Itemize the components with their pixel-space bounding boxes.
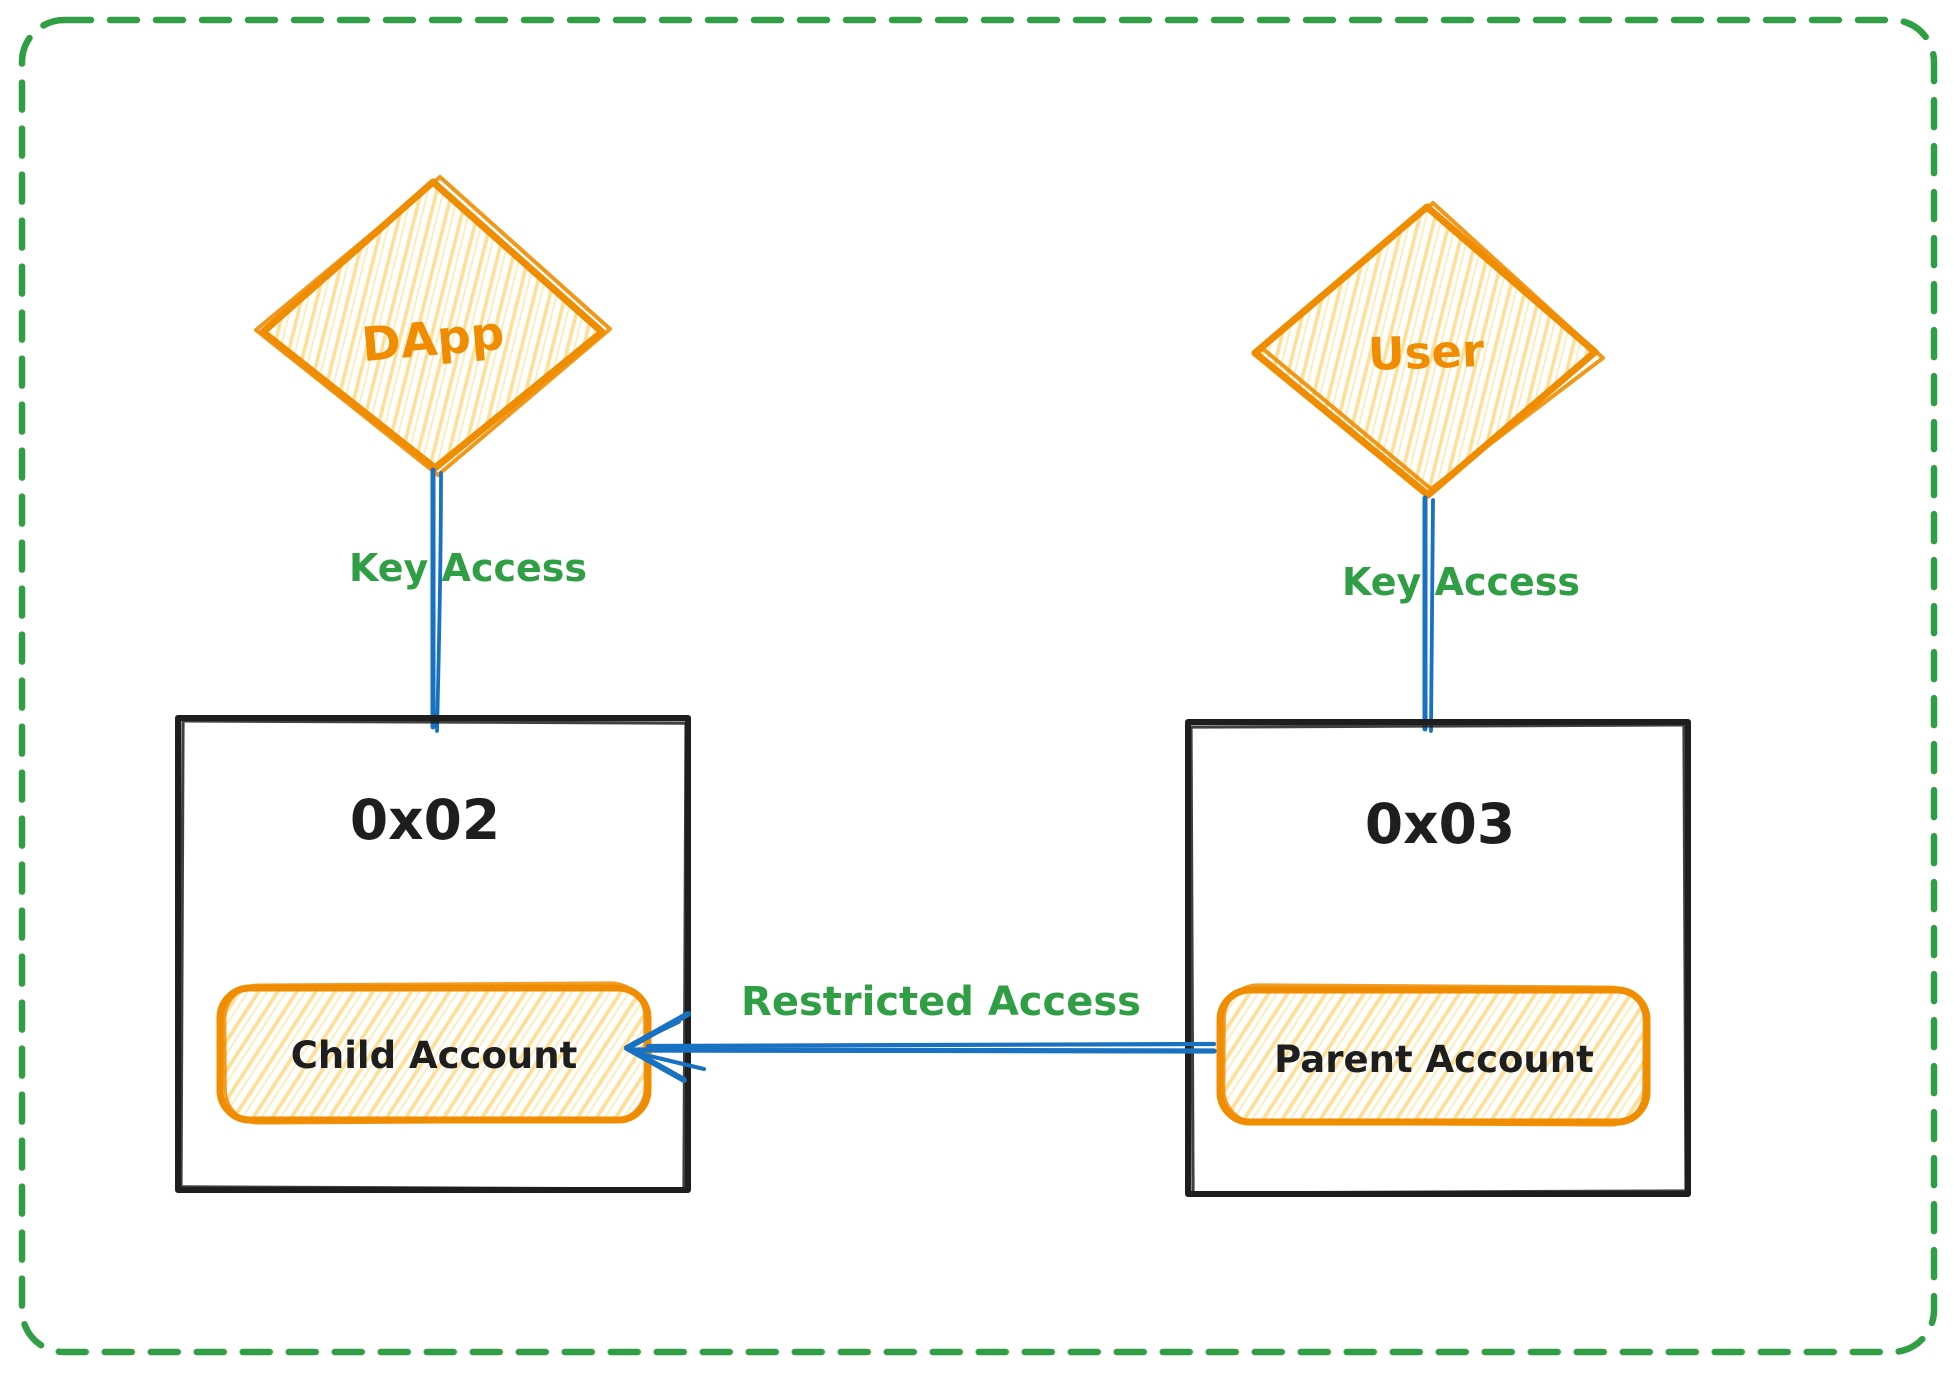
account-0x03-rect bbox=[1185, 719, 1691, 1197]
dapp-diamond-shape bbox=[259, 178, 606, 472]
user-key-access-label: Key Access bbox=[1342, 560, 1580, 604]
canvas-border bbox=[18, 16, 1938, 1356]
dapp-label: DApp bbox=[359, 306, 506, 373]
account-0x02-rect bbox=[175, 715, 691, 1193]
restricted-access-arrow[interactable] bbox=[624, 1011, 1217, 1083]
dapp-key-access-label: Key Access bbox=[349, 546, 587, 590]
account-0x02-label: 0x02 bbox=[350, 788, 500, 852]
parent-account-pill bbox=[1216, 986, 1651, 1126]
connector-line-echo bbox=[435, 471, 443, 733]
parent-account-node[interactable]: Parent Account bbox=[1216, 983, 1651, 1127]
connector-line-echo bbox=[1429, 498, 1435, 733]
arrow-line bbox=[645, 1041, 1217, 1049]
account-0x02-node[interactable]: 0x02 Child Account bbox=[175, 715, 691, 1193]
arrowhead-extra-stroke-2 bbox=[629, 1020, 681, 1047]
account-0x02-rect-echo bbox=[179, 719, 688, 1191]
user-label: User bbox=[1367, 324, 1486, 381]
parent-account-pill-echo bbox=[1222, 983, 1646, 1127]
account-0x03-node[interactable]: 0x03 Parent Account bbox=[1185, 719, 1691, 1197]
dapp-key-access-connector[interactable] bbox=[430, 467, 443, 733]
arrowhead-extra-stroke bbox=[630, 1049, 707, 1072]
child-account-label: Child Account bbox=[291, 1034, 578, 1077]
restricted-access-label: Restricted Access bbox=[741, 979, 1141, 1025]
user-diamond-sketch-echo bbox=[1260, 201, 1605, 491]
account-0x03-label: 0x03 bbox=[1365, 792, 1515, 856]
parent-account-label: Parent Account bbox=[1274, 1038, 1594, 1081]
user-diamond-node[interactable]: User bbox=[1251, 201, 1605, 499]
dapp-diamond-sketch-echo bbox=[254, 175, 612, 477]
dapp-diamond-node[interactable]: DApp bbox=[254, 175, 612, 477]
arrow-line-echo bbox=[630, 1047, 1217, 1054]
user-key-access-connector[interactable] bbox=[1422, 495, 1435, 733]
account-0x03-rect-echo bbox=[1189, 723, 1688, 1195]
child-account-node[interactable]: Child Account bbox=[216, 981, 652, 1125]
